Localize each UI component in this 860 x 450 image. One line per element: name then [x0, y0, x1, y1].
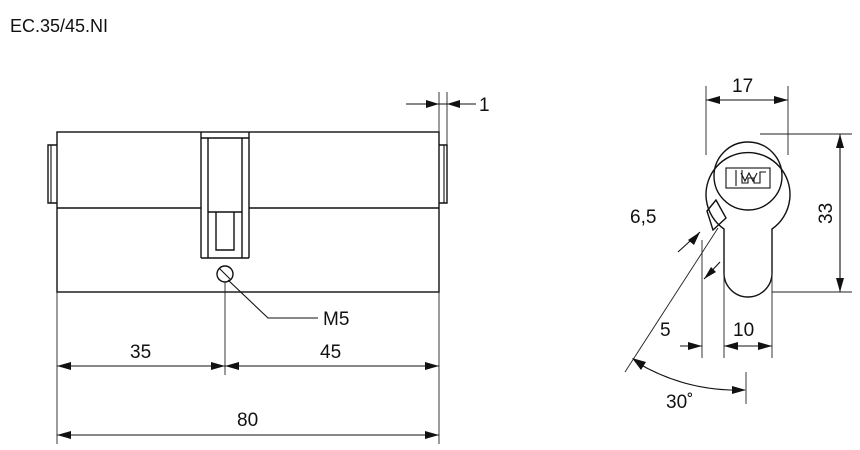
plug-circle — [713, 141, 783, 211]
dim-bottom: 10 — [723, 272, 773, 358]
drawing-title: EC.35/45.NI — [10, 16, 108, 36]
cylinder-side-view: M5 1 35 45 — [47, 92, 490, 444]
cam-slot — [200, 132, 250, 259]
dim-left: 35 — [57, 342, 225, 370]
dim-left-label: 35 — [130, 342, 151, 363]
m5-label: M5 — [323, 309, 349, 330]
cylinder-body — [56, 131, 440, 293]
dim-bottom-label: 10 — [733, 320, 754, 341]
dim-gap-label: 1 — [479, 95, 490, 116]
dim-total: 80 — [57, 410, 439, 439]
dim-angle-label: 30˚ — [666, 392, 693, 413]
cam-axis-line — [624, 227, 719, 373]
cam — [706, 198, 727, 232]
dim-gap: 1 — [406, 92, 490, 145]
dim-right: 45 — [225, 342, 439, 370]
keyway — [725, 167, 771, 189]
m5-leader — [227, 279, 318, 319]
m5-screw-hole — [216, 265, 234, 283]
dim-cam: 6,5 — [630, 207, 721, 280]
dim-height: 33 — [760, 133, 852, 293]
dim-height-label: 33 — [816, 203, 837, 224]
cylinder-profile-view: 17 33 6,5 5 — [624, 76, 852, 413]
dim-right-label: 45 — [320, 342, 341, 363]
dim-cam-label: 6,5 — [630, 207, 656, 228]
left-end-cap — [47, 144, 57, 204]
dim-width-label: 17 — [732, 76, 753, 97]
dim-offset: 5 — [660, 240, 703, 358]
profile-outline — [705, 151, 791, 298]
right-end-cap — [439, 144, 448, 204]
dim-total-label: 80 — [237, 410, 258, 431]
dim-angle: 30˚ — [632, 358, 747, 413]
dim-offset-label: 5 — [660, 320, 671, 341]
dim-width: 17 — [705, 76, 789, 155]
